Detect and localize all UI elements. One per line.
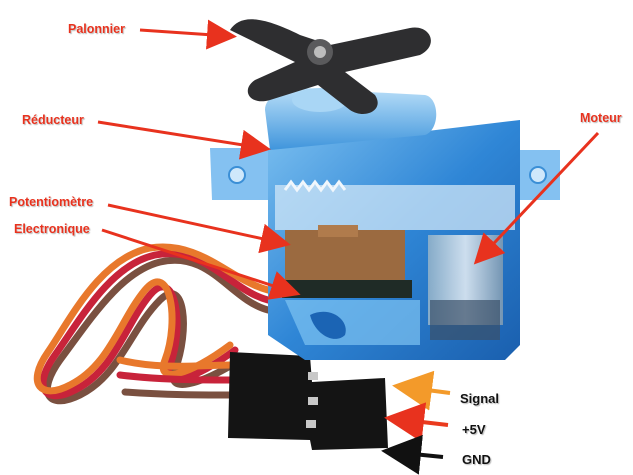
arrow-reducteur [97, 120, 271, 160]
label-plus5v: +5V [462, 422, 486, 437]
servo-case [210, 88, 560, 360]
arrow-palonnier [139, 19, 237, 50]
arrow-gnd [381, 434, 444, 475]
label-electronique: Electronique [14, 222, 90, 236]
label-palonnier: Palonnier [68, 22, 125, 36]
annotation-arrows [97, 19, 600, 475]
label-reducteur: Réducteur [22, 113, 84, 127]
horn [230, 19, 431, 115]
label-signal: Signal [460, 391, 500, 406]
connector [228, 352, 388, 450]
arrow-moteur [473, 131, 600, 265]
arrow-plus5v [384, 402, 449, 443]
arrow-signal [392, 370, 451, 411]
label-moteur: Moteur [580, 111, 622, 125]
label-potentiometre: Potentiomètre [9, 195, 94, 209]
arrow-electronique [101, 228, 301, 300]
wire-bundle [33, 243, 272, 405]
arrow-potentiometre [107, 203, 291, 254]
label-gnd: GND [462, 452, 491, 467]
